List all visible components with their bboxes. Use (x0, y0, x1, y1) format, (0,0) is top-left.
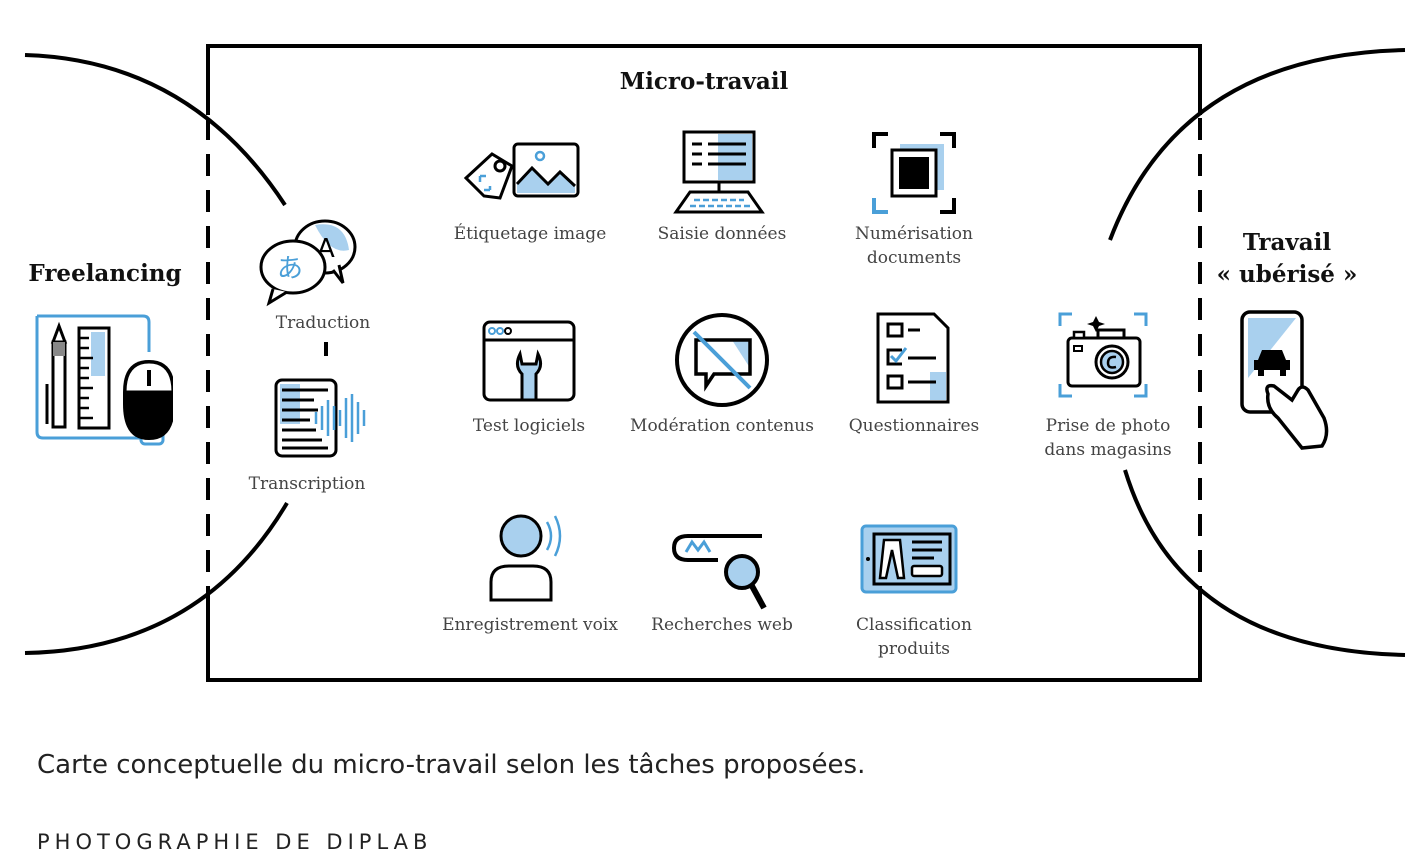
photo-credit: PHOTOGRAPHIE DE DIPLAB (37, 830, 433, 854)
translation-bubbles-icon: A あ (259, 219, 357, 307)
freelancing-title: Freelancing (28, 260, 182, 287)
uberised-title-line1: Travail (1242, 229, 1332, 256)
document-scan-icon (872, 132, 956, 214)
task-label-etiquetage: Étiquetage image (453, 224, 607, 244)
camera-icon (1058, 312, 1148, 398)
task-label-test: Test logiciels (472, 416, 586, 436)
uberise-arc (1108, 48, 1406, 241)
task-label-photo-line1: Prise de photo (1045, 416, 1171, 436)
task-label-classification-line2: produits (877, 639, 951, 659)
task-label-numerisation-line1: Numérisation (855, 224, 973, 244)
freelancing-arc-top (24, 53, 287, 207)
task-label-numerisation-line2: documents (866, 248, 962, 268)
transcription-doc-audio-icon (274, 378, 366, 458)
micro-work-title: Micro-travail (619, 68, 789, 95)
product-card-icon (860, 524, 958, 594)
task-label-questionnaires: Questionnaires (848, 416, 980, 436)
uberised-title-line2: « ubérisé » (1216, 261, 1358, 288)
task-label-recherches: Recherches web (651, 615, 793, 635)
uberise-arc-bottom (1123, 469, 1406, 657)
checklist-icon (876, 312, 950, 404)
task-label-voix: Enregistrement voix (442, 615, 618, 635)
concept-map-diagram: Micro-travail Freelancing Travail « ubér… (24, 44, 1406, 682)
phone-car-hand-icon (1240, 310, 1329, 450)
person-voice-icon (489, 514, 562, 602)
task-label-photo-line2: dans magasins (1044, 440, 1172, 460)
micro-work-frame (206, 44, 1202, 115)
freelancing-arc-bottom (24, 501, 289, 655)
task-label-saisie: Saisie données (657, 224, 787, 244)
image-tag-icon (463, 142, 580, 200)
svg-text:あ: あ (277, 254, 303, 284)
no-comment-icon (675, 313, 769, 407)
task-label-classification-line1: Classification (856, 615, 972, 635)
task-label-traduction: Traduction (275, 313, 371, 333)
figure-caption: Carte conceptuelle du micro-travail selo… (37, 750, 866, 780)
design-tools-mouse-icon (35, 314, 173, 446)
task-label-moderation: Modération contenus (630, 416, 814, 436)
task-label-transcription: Transcription (248, 474, 366, 494)
web-search-icon (671, 534, 767, 610)
browser-wrench-icon (482, 320, 576, 402)
diagram-lines (24, 44, 1406, 682)
computer-data-entry-icon (673, 130, 765, 214)
